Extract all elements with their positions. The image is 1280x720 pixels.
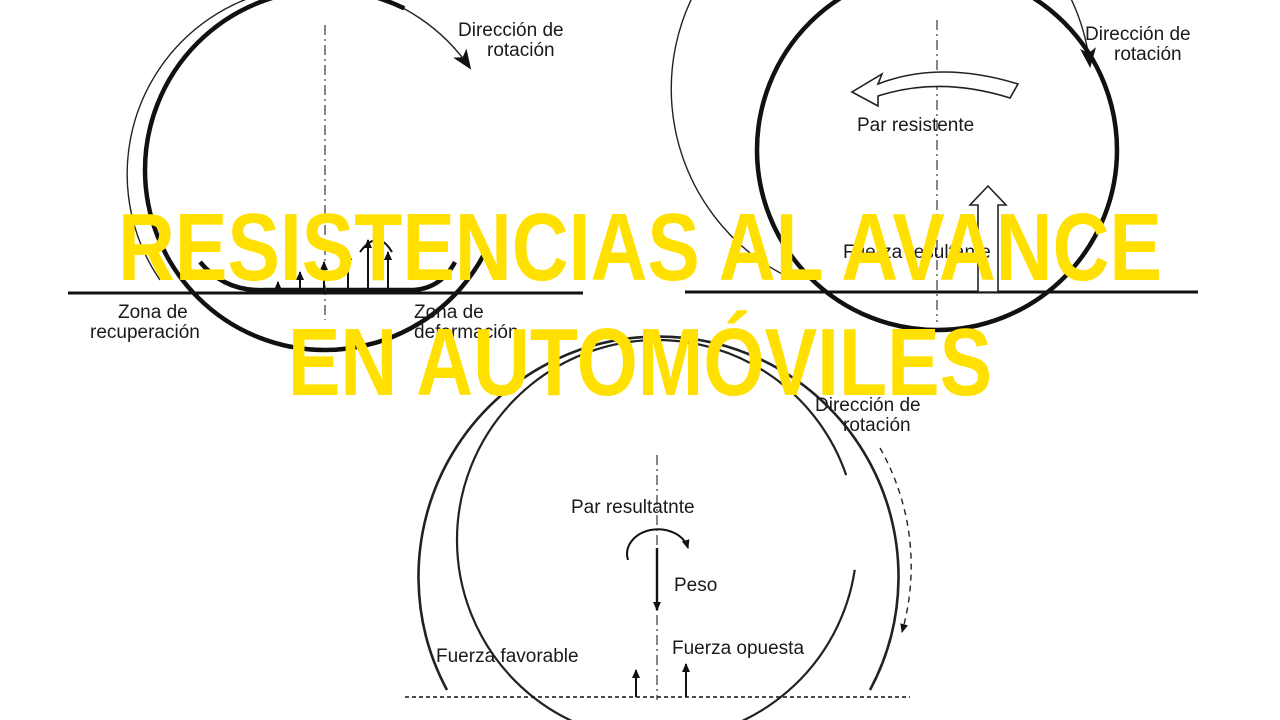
rotation-label-line1: Dirección de (815, 395, 921, 416)
outer-tire-circle (417, 335, 900, 691)
rotation-label-line1: Dirección de (1085, 24, 1191, 45)
weight-label: Peso (674, 575, 717, 596)
tire-contact-patch (198, 260, 457, 293)
rotation-label-line2: rotación (843, 415, 911, 436)
recovery-zone-label-line2: recuperación (90, 322, 200, 343)
tire-circle (754, 0, 1120, 333)
opposing-force-label: Fuerza opuesta (672, 638, 804, 659)
favorable-force-label: Fuerza favorable (436, 646, 579, 667)
resultant-torque-label: Par resultatnte (571, 497, 695, 518)
resisting-torque-arrow (850, 71, 1020, 108)
rotation-arc (670, 0, 1096, 279)
tire-circle (142, 0, 508, 353)
deformation-zone-label-line2: deformación (414, 322, 519, 343)
resultant-force-arrow (968, 184, 1008, 293)
title-line-1: RESISTENCIAS AL AVANCE (118, 194, 1162, 301)
inner-tire-circle (455, 338, 859, 720)
rotation-arc-dashed (879, 447, 912, 633)
rotation-label-line2: rotación (1114, 44, 1182, 65)
resisting-torque-label: Par resistente (857, 115, 974, 136)
deformation-zone-label-line1: Zona de (414, 302, 484, 323)
title-line-2: EN AUTOMÓVILES (287, 309, 993, 416)
recovery-zone-label-line1: Zona de (118, 302, 188, 323)
diagram-deformation-zones: Dirección de rotación Zona de recuperaci… (68, 0, 583, 353)
rotation-label-line1: Dirección de (458, 20, 564, 41)
resultant-force-label: Fuerza resultante (843, 242, 991, 263)
diagram-resisting-torque: Dirección de rotación Par resistente Fue… (670, 0, 1198, 333)
resultant-torque-arrow (626, 528, 690, 561)
pressure-arrows (274, 239, 393, 292)
rotation-label-line2: rotación (487, 40, 555, 61)
diagram-resultant-forces: Dirección de rotación Par resultatnte Pe… (405, 335, 921, 720)
